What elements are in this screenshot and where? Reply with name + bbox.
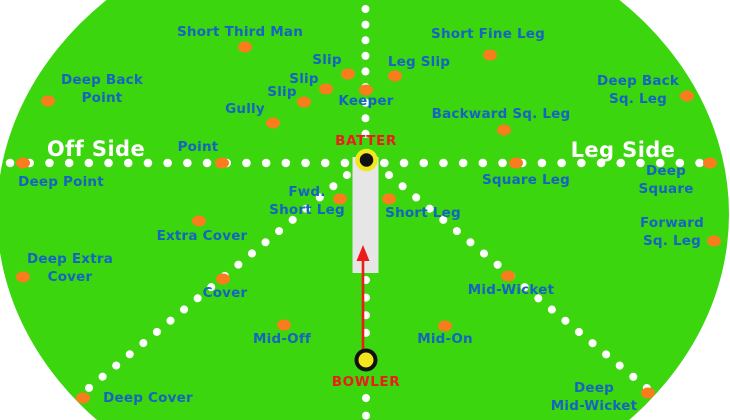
label-deep-back-point: Deep Back Point <box>60 72 144 106</box>
label-bowler: BOWLER <box>331 374 401 391</box>
label-square-leg: Square Leg <box>481 172 571 189</box>
label-cover: Cover <box>202 285 248 302</box>
fielder-dot-deep-point <box>16 157 30 169</box>
fielder-dot-short-third-man <box>238 41 252 53</box>
label-short-third-man: Short Third Man <box>176 24 304 41</box>
label-slip-1: Slip <box>312 52 342 69</box>
label-mid-off: Mid-Off <box>253 331 311 348</box>
fielder-dot-forward-sq-leg <box>707 235 721 247</box>
dotted-line-diagonal-legside <box>385 171 669 407</box>
label-mid-on: Mid-On <box>417 331 473 348</box>
fielder-dot-backward-sq-leg <box>497 124 511 136</box>
label-deep-extra-cover: Deep Extra Cover <box>26 251 114 285</box>
fielder-dot-mid-wicket <box>501 270 515 282</box>
fielder-dot-deep-square <box>703 157 717 169</box>
label-deep-cover: Deep Cover <box>103 390 193 407</box>
fielder-dot-square-leg <box>509 157 523 169</box>
label-fwd-short-leg: Fwd. Short Leg <box>269 184 345 218</box>
batter-marker <box>355 148 378 172</box>
fielder-dot-deep-mid-wicket <box>641 387 655 399</box>
label-deep-mid-wicket: Deep Mid-Wicket <box>550 380 638 414</box>
label-forward-sq-leg: Forward Sq. Leg <box>640 215 704 249</box>
fielder-dot-cover <box>216 273 230 285</box>
label-deep-back-sq-leg: Deep Back Sq. Leg <box>596 73 680 107</box>
fielder-dot-fwd-short-leg <box>333 193 347 205</box>
label-point: Point <box>177 139 219 156</box>
fielder-dot-slip-1 <box>341 68 355 80</box>
fielder-dot-leg-slip <box>388 70 402 82</box>
fielder-dot-deep-extra-cover <box>16 271 30 283</box>
label-gully: Gully <box>225 101 265 118</box>
fielder-dot-gully <box>266 117 280 129</box>
fielder-dot-extra-cover <box>192 215 206 227</box>
label-extra-cover: Extra Cover <box>156 228 248 245</box>
fielder-dot-deep-cover <box>76 392 90 404</box>
dotted-line-diagonal-offside <box>74 171 351 401</box>
fielder-dot-slip-2 <box>319 83 333 95</box>
label-short-leg: Short Leg <box>385 205 461 222</box>
bowler-marker <box>354 348 378 372</box>
label-mid-wicket: Mid-Wicket <box>467 282 555 299</box>
fielder-dot-slip-3 <box>297 96 311 108</box>
label-slip-3: Slip <box>267 84 297 101</box>
label-leg-slip: Leg Slip <box>387 54 451 71</box>
bowling-arrow-head <box>356 245 370 261</box>
fielder-dot-mid-off <box>277 319 291 331</box>
label-short-fine-leg: Short Fine Leg <box>431 26 545 43</box>
label-leg-side: Leg Side <box>570 138 676 163</box>
label-deep-point: Deep Point <box>18 174 104 191</box>
label-batter: BATTER <box>335 133 397 150</box>
fielder-dot-short-leg <box>382 193 396 205</box>
fielder-dot-keeper <box>359 84 373 96</box>
label-slip-2: Slip <box>289 71 319 88</box>
label-deep-square: Deep Square <box>638 163 694 197</box>
label-off-side: Off Side <box>46 137 146 162</box>
fielder-dot-point <box>215 157 229 169</box>
fielder-dot-deep-back-point <box>41 95 55 107</box>
fielder-dot-mid-on <box>438 320 452 332</box>
label-keeper: Keeper <box>338 93 394 110</box>
fielder-dot-short-fine-leg <box>483 49 497 61</box>
label-backward-sq-leg: Backward Sq. Leg <box>431 106 571 123</box>
fielder-dot-deep-back-sq-leg <box>680 90 694 102</box>
